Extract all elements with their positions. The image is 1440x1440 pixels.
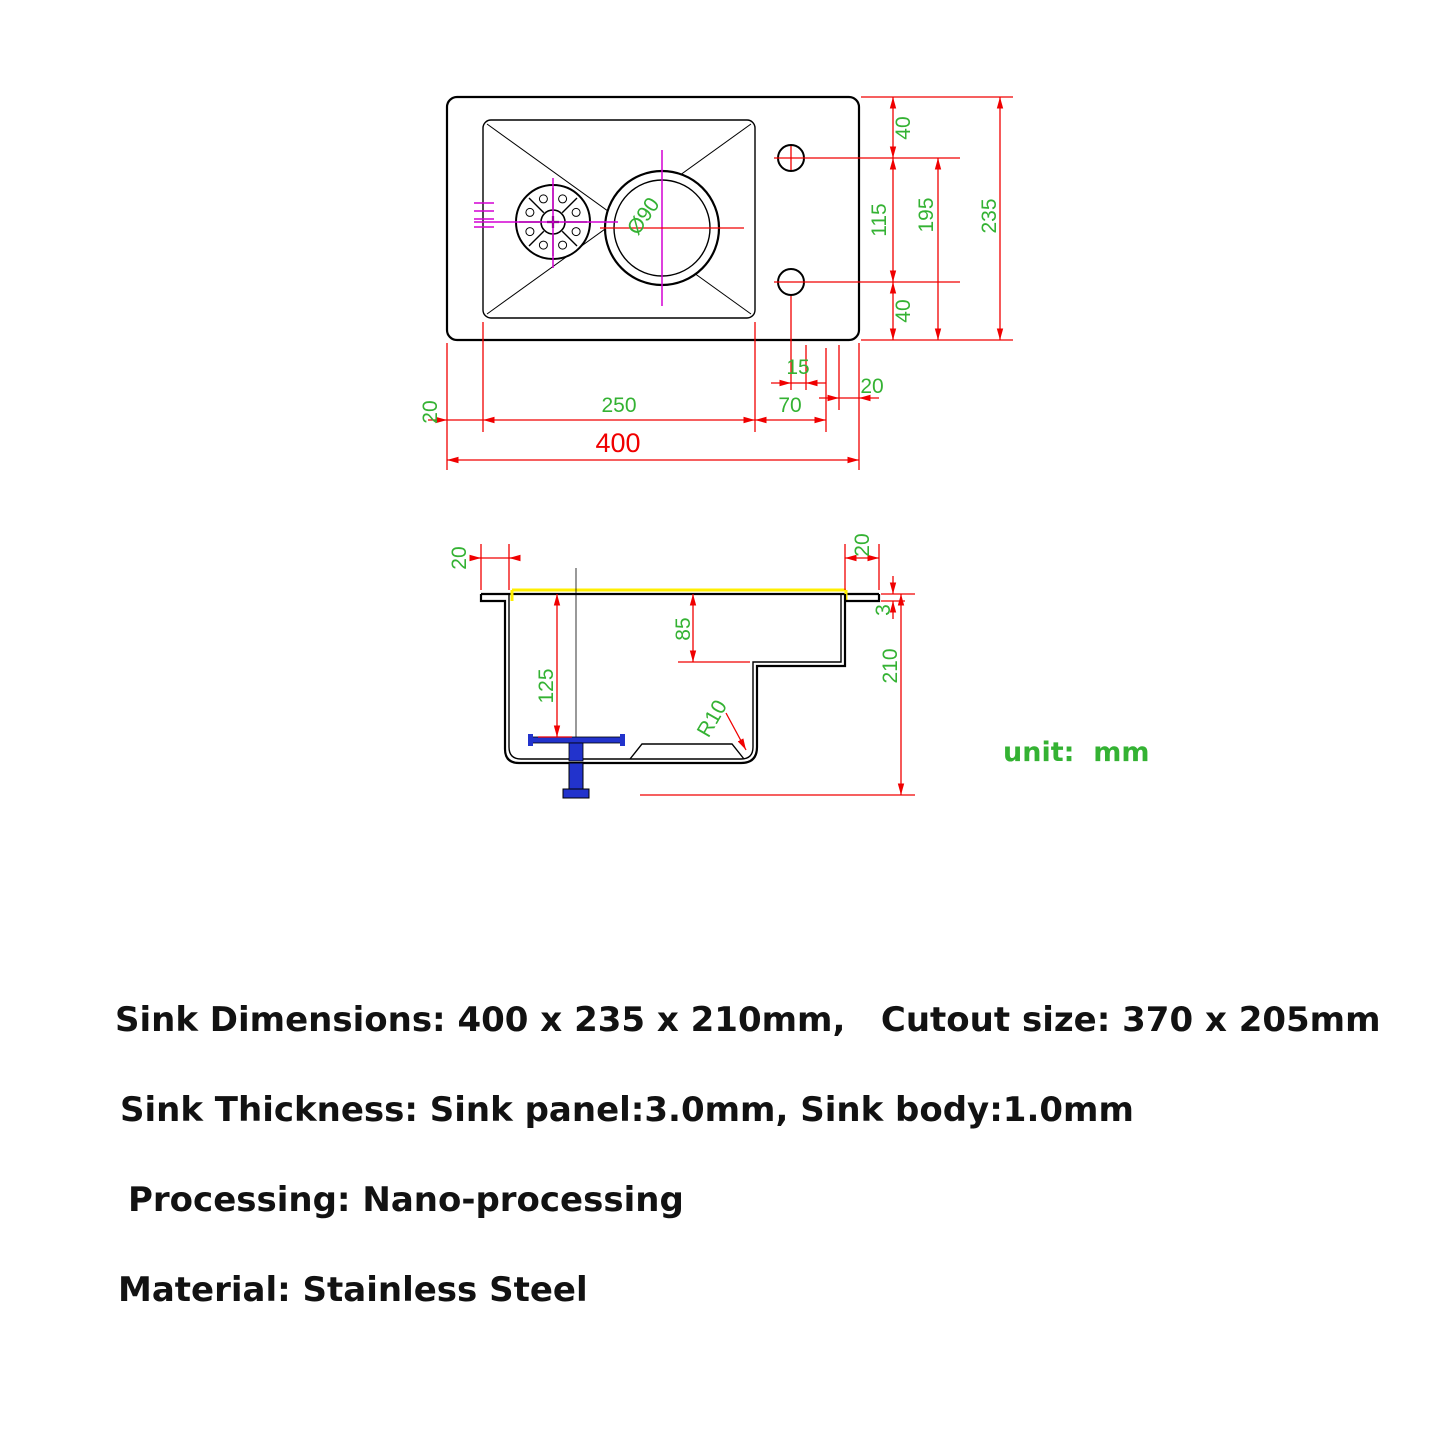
- dim-left-margin: 20: [419, 400, 442, 423]
- dim-hole-offset: 15: [786, 356, 809, 379]
- drain-fitting: [528, 734, 625, 799]
- dim-between-holes: 115: [868, 203, 891, 236]
- spec-thickness: Sink Thickness: Sink panel:3.0mm, Sink b…: [120, 1090, 1134, 1130]
- technical-drawing: Ø90 40 115 40 195 235 20 250 70 15 20 40…: [419, 95, 1149, 799]
- unit-note: unit: mm: [1003, 737, 1149, 768]
- dim-right-margin: 20: [860, 375, 883, 398]
- spec-dimensions: Sink Dimensions: 400 x 235 x 210mm, Cuto…: [115, 1000, 1381, 1040]
- dim-panel-thickness: 3: [872, 604, 895, 616]
- strainer-dome: [629, 743, 745, 760]
- dim-hole-to-bottom-edge: 40: [892, 299, 915, 322]
- top-view-dimension-lines: [428, 96, 1013, 470]
- dim-right-flange: 20: [851, 533, 874, 556]
- section-view: 20 20 85 3 125 210 R10: [448, 533, 915, 799]
- centerlines: [474, 150, 744, 306]
- spec-material: Material: Stainless Steel: [118, 1270, 588, 1310]
- section-inner-wall: [508, 594, 842, 760]
- dim-bowl-width: 250: [601, 394, 636, 417]
- spec-processing: Processing: Nano-processing: [128, 1180, 684, 1220]
- dim-overall-width: 400: [595, 428, 640, 458]
- dim-front-depth: 125: [535, 668, 558, 703]
- dim-corner-radius: R10: [693, 696, 732, 741]
- dim-overall-depth: 210: [879, 648, 902, 683]
- dim-bowl-to-edge: 70: [778, 394, 801, 417]
- dim-holes-span: 195: [915, 197, 938, 232]
- dim-overall-height: 235: [978, 198, 1001, 233]
- section-dimension-lines: [469, 544, 915, 796]
- sink-outline: [445, 95, 861, 342]
- dim-left-flange: 20: [448, 546, 471, 569]
- dim-top-edge-to-hole: 40: [892, 116, 915, 139]
- section-outer-wall: [479, 594, 881, 765]
- dim-step-depth: 85: [672, 617, 695, 640]
- top-view: Ø90 40 115 40 195 235 20 250 70 15 20 40…: [419, 95, 1013, 470]
